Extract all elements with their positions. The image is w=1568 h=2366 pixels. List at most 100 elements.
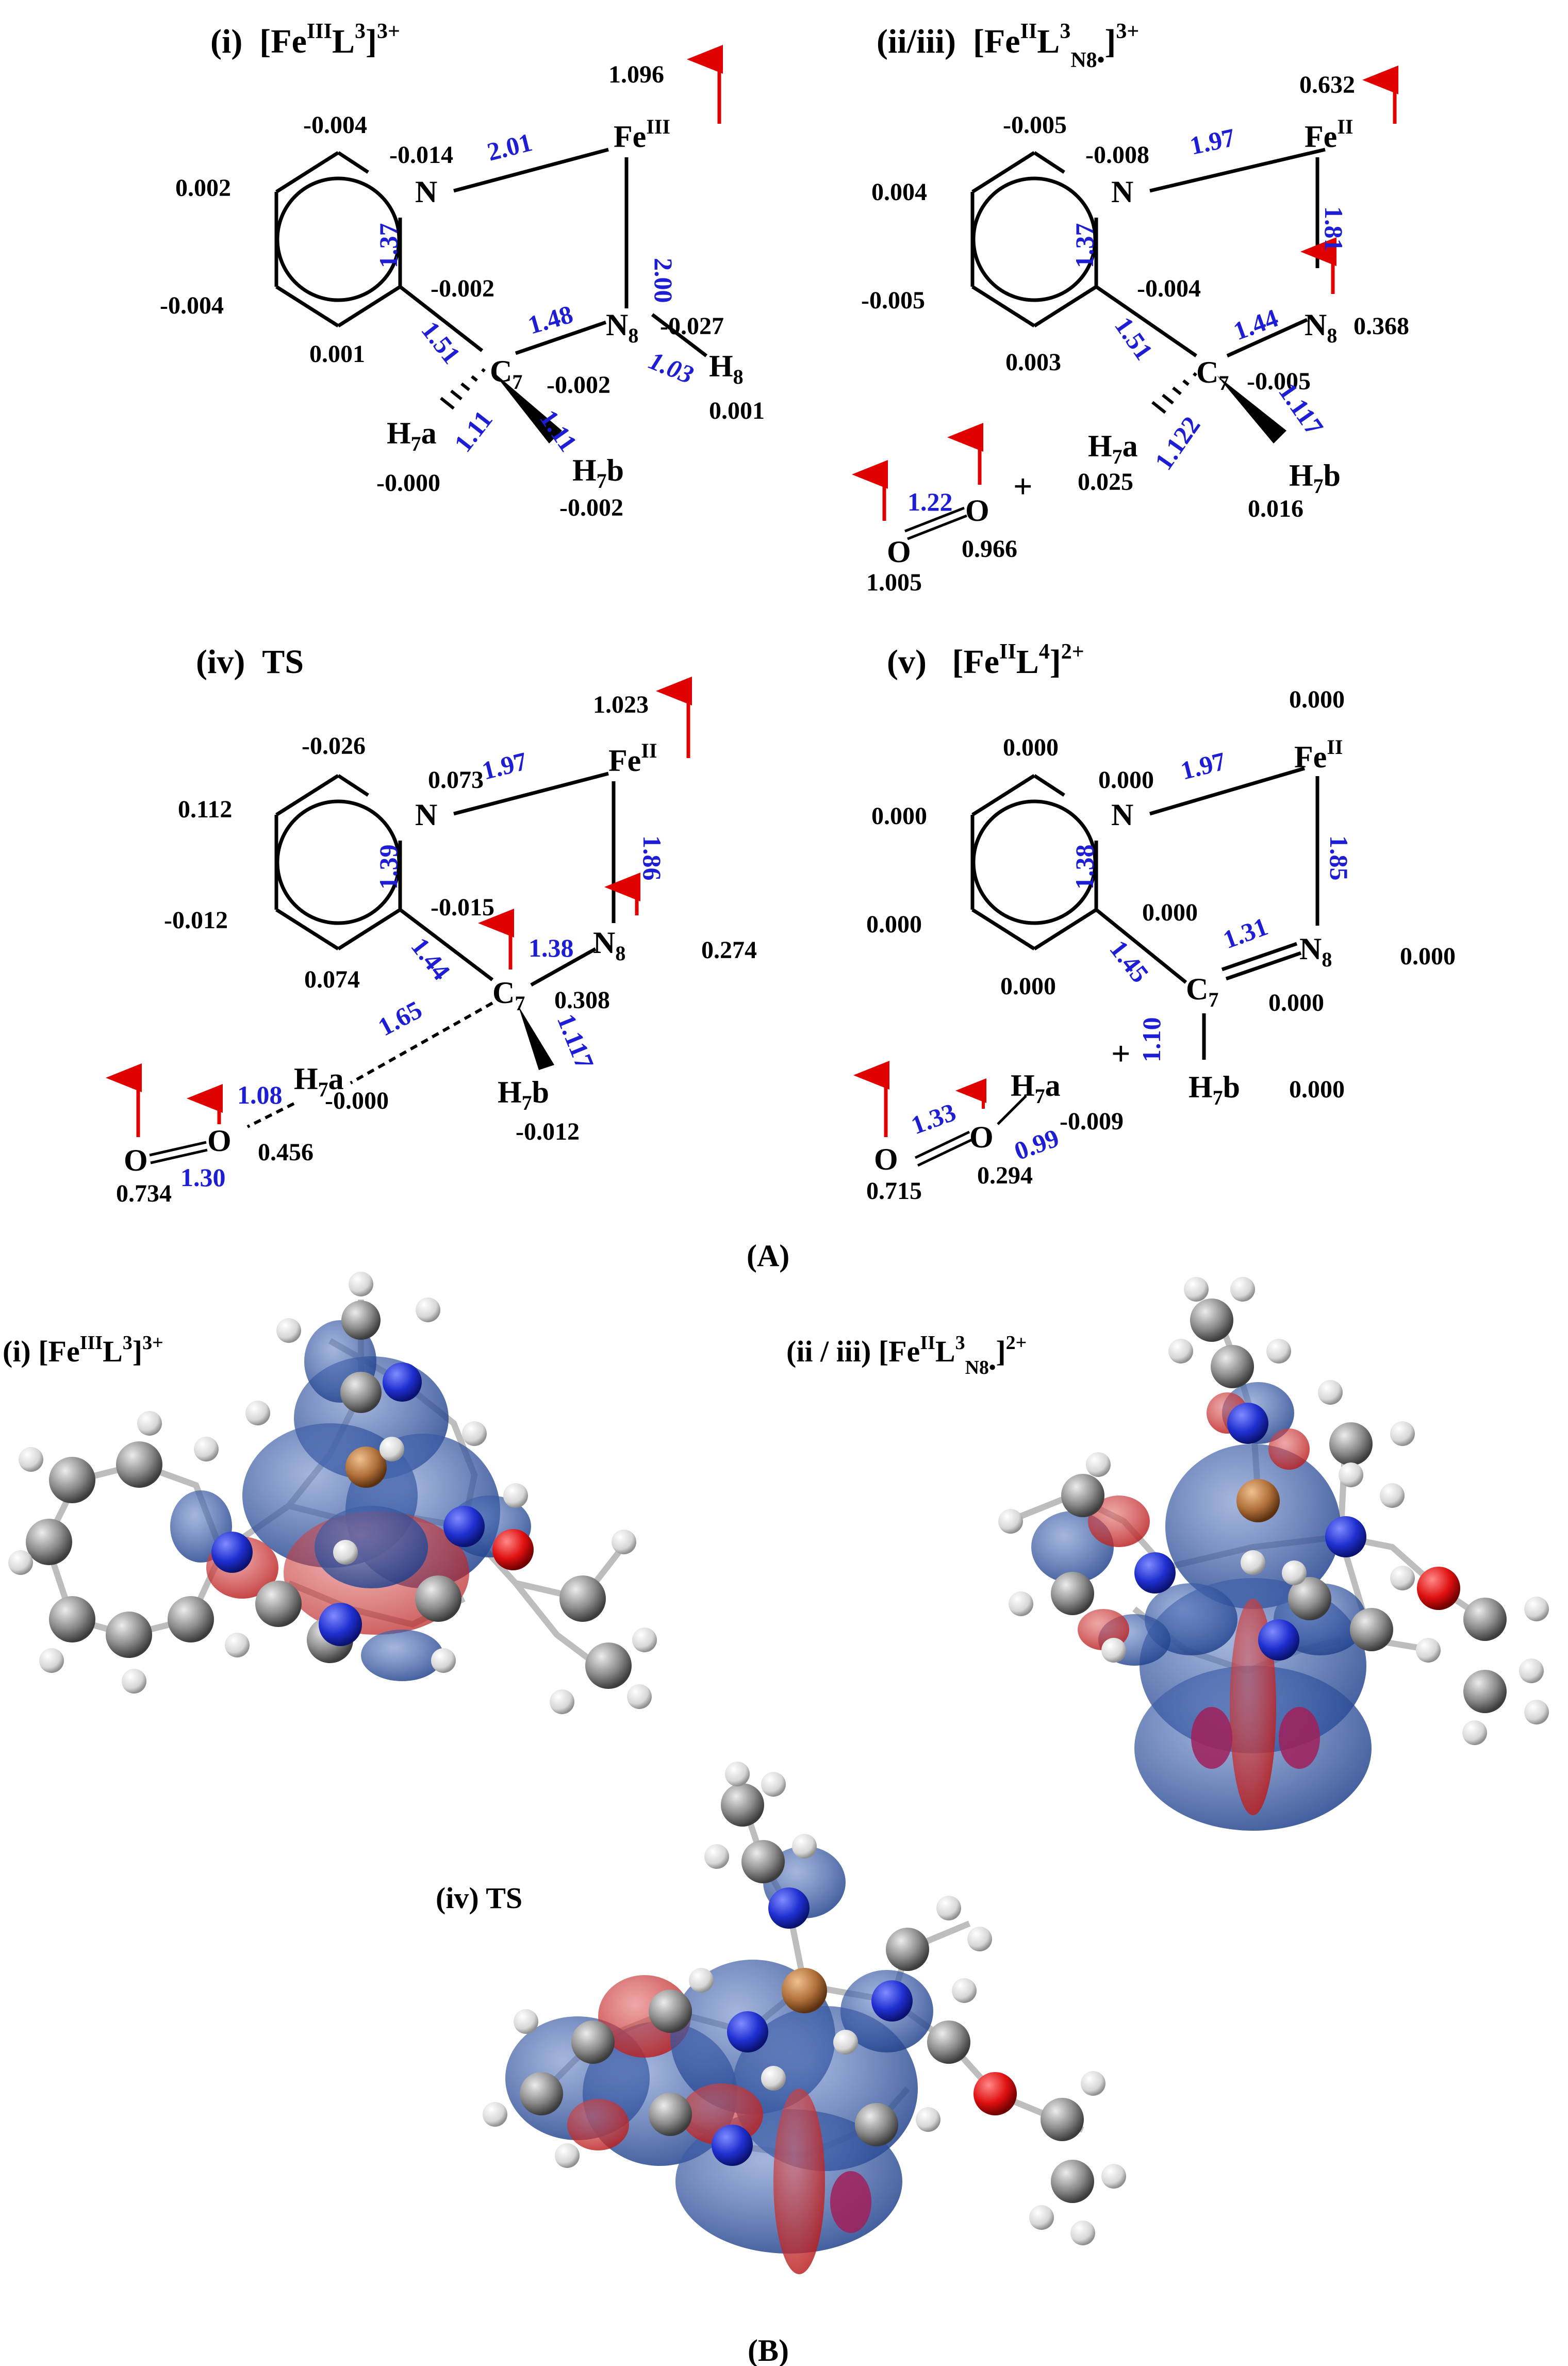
bond-length: 1.08 — [237, 1080, 283, 1109]
spin-value: 0.000 — [1000, 973, 1056, 1000]
spin-value: 0.000 — [866, 911, 922, 938]
bond-length: 1.117 — [552, 1010, 600, 1073]
o-label: O — [887, 535, 911, 569]
spin-value: -0.008 — [1085, 141, 1149, 169]
spin-value: -0.012 — [516, 1118, 580, 1145]
bond-length: 1.38 — [529, 933, 574, 962]
spin-value: 0.308 — [554, 987, 610, 1014]
spin-value: 0.074 — [304, 966, 360, 993]
bond-length: 1.51 — [416, 316, 466, 369]
spin-value: -0.026 — [302, 732, 366, 760]
spin-value: -0.027 — [660, 313, 724, 340]
wedge-bond — [1217, 375, 1286, 443]
plus-sign: + — [1111, 1035, 1131, 1073]
bond-length: 1.22 — [907, 487, 953, 516]
spin-value: 0.001 — [709, 397, 765, 424]
fe-label: FeII — [1305, 115, 1353, 154]
h7b-label: H7b — [1189, 1070, 1240, 1109]
title-a-v: (v) [FeIIL4]2+ — [887, 640, 1084, 681]
bond-length: 1.45 — [1104, 934, 1154, 988]
spin-value: 0.000 — [1268, 989, 1324, 1016]
panel-a-v: (v) [FeIIL4]2+ FeII 0.000 N 0.000 0.000 … — [853, 640, 1456, 1205]
spin-value: 0.016 — [1248, 495, 1303, 522]
h7a-label: H7a — [294, 1062, 344, 1101]
spin-value: 0.000 — [871, 802, 927, 830]
spin-value: 0.715 — [866, 1177, 922, 1205]
spin-value: 0.632 — [1299, 71, 1355, 98]
panel-a-iv: (iv) TS FeII 1.023 N 0.073 -0.026 0.112 … — [106, 643, 757, 1207]
bond-length: 1.97 — [479, 746, 530, 785]
spin-value: 0.112 — [178, 796, 232, 823]
dashed-bond — [246, 1102, 295, 1128]
spin-value: 0.003 — [1005, 349, 1061, 376]
spin-value: -0.012 — [164, 907, 228, 934]
hash-bond — [440, 368, 486, 410]
spin-value: 0.456 — [258, 1139, 313, 1166]
n8-label: N8 — [1305, 308, 1337, 347]
h7b-label: H7b — [1289, 458, 1341, 498]
bond-length: 1.37 — [374, 223, 403, 269]
title-a-iv: (iv) TS — [196, 643, 304, 681]
n-label: N — [415, 798, 437, 832]
spin-value: -0.005 — [1247, 368, 1311, 395]
h7a-label: H7a — [387, 416, 437, 455]
spin-value: -0.000 — [376, 469, 440, 497]
h7a-label: H7a — [1011, 1069, 1061, 1108]
spin-value: -0.015 — [431, 894, 494, 921]
spin-value: -0.005 — [1003, 111, 1067, 139]
h8-label: H8 — [709, 349, 744, 388]
title-b-iv: (iv) TS — [436, 1881, 522, 1915]
spin-value: -0.004 — [1137, 275, 1201, 302]
spin-value: 0.000 — [1400, 943, 1456, 970]
spin-value: -0.004 — [303, 111, 367, 139]
hash-bond — [1151, 372, 1197, 414]
bond-length: 1.51 — [1109, 311, 1159, 365]
title-b-ii: (ii / iii) [FeIIL3N8•]2+ — [786, 1332, 1027, 1378]
bond-length: 0.99 — [1011, 1123, 1063, 1166]
spin-value: -0.005 — [861, 287, 925, 314]
c7-label: C7 — [1186, 972, 1218, 1011]
title-a-i: (i) [FeIIIL3]3+ — [210, 20, 400, 60]
fe-label: FeII — [1294, 735, 1343, 774]
spin-density-render-ii — [998, 1277, 1549, 1831]
panel-b-label: (B) — [748, 2334, 789, 2366]
spin-value: 0.294 — [977, 1162, 1033, 1189]
bond-length: 1.38 — [1070, 845, 1099, 890]
o-label: O — [969, 1120, 994, 1154]
spin-value: 0.025 — [1078, 468, 1133, 496]
spin-value: -0.009 — [1060, 1108, 1124, 1135]
c7-label: C7 — [492, 976, 525, 1015]
bond-length: 1.122 — [1149, 411, 1206, 475]
wedge-bond — [492, 371, 562, 443]
panel-a-label: (A) — [747, 1239, 789, 1273]
spin-value: 0.966 — [962, 535, 1017, 563]
c7-label: C7 — [490, 354, 522, 393]
spin-value: 1.005 — [866, 569, 922, 596]
bond-length: 1.33 — [907, 1097, 960, 1140]
fe-label: FeII — [608, 739, 657, 778]
spin-value: 0.274 — [701, 936, 757, 964]
bond-length: 1.03 — [645, 346, 698, 389]
c7-label: C7 — [1196, 355, 1229, 395]
o-label: O — [874, 1142, 898, 1176]
plus-sign: + — [1013, 468, 1033, 505]
bond-length: 1.86 — [638, 835, 667, 881]
n8-label: N8 — [1299, 932, 1332, 971]
spin-value: 0.002 — [175, 174, 231, 202]
spin-value: -0.002 — [547, 371, 610, 399]
bond-length: 1.11 — [534, 404, 583, 457]
bond-length: 2.00 — [649, 258, 678, 303]
bond-length: 1.97 — [1187, 123, 1237, 160]
spin-value: -0.002 — [431, 275, 494, 302]
bond-length: 1.65 — [373, 995, 427, 1042]
spin-value: -0.004 — [160, 292, 224, 319]
wedge-bond — [518, 1006, 554, 1070]
n8-label: N8 — [606, 308, 638, 347]
bond-length: 2.01 — [484, 127, 535, 167]
n-label: N — [415, 175, 437, 209]
spin-value: -0.014 — [389, 141, 453, 169]
bond-length: 1.31 — [1219, 912, 1272, 955]
o-label: O — [965, 494, 989, 528]
spin-value: 0.000 — [1003, 734, 1059, 761]
